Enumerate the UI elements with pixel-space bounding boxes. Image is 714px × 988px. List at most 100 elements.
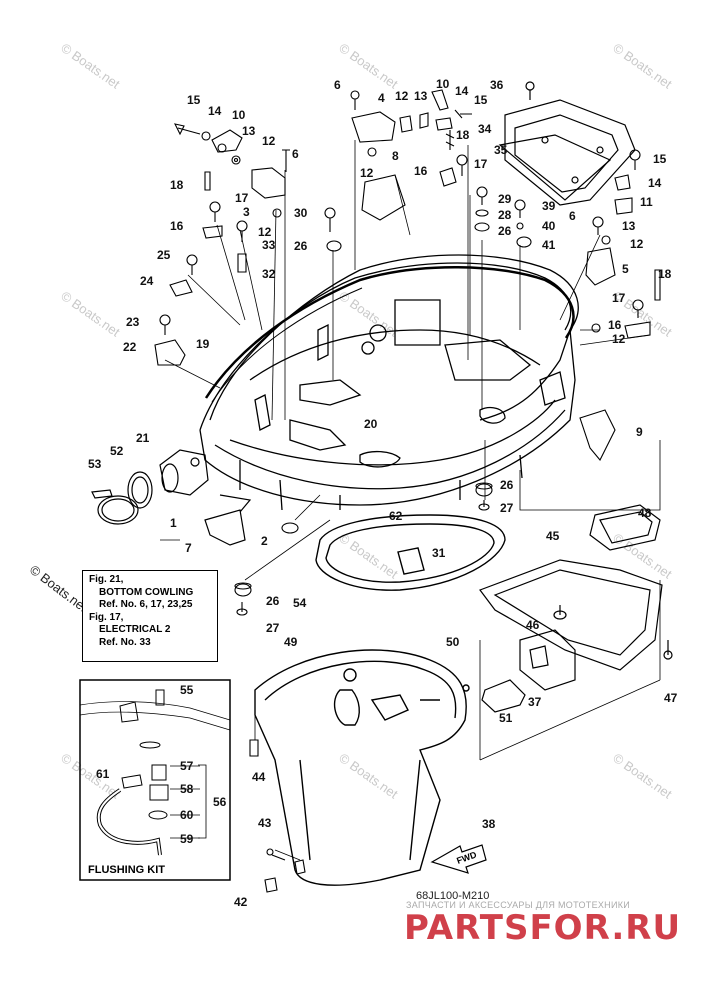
callout-49: 49 bbox=[284, 635, 298, 649]
callout-4: 4 bbox=[378, 91, 385, 105]
callout-6: 6 bbox=[334, 78, 341, 92]
callout-59: 59 bbox=[180, 832, 194, 846]
ref-line: Ref. No. 33 bbox=[99, 636, 151, 648]
callout-labels: 15 14 10 13 12 6 18 17 3 12 16 33 30 26 … bbox=[88, 77, 678, 909]
callout-20: 20 bbox=[364, 417, 378, 431]
watermark: © Boats.net bbox=[58, 288, 123, 340]
flushing-kit-label: FLUSHING KIT bbox=[88, 864, 165, 876]
callout-25: 25 bbox=[157, 248, 171, 262]
callout-15: 15 bbox=[474, 93, 488, 107]
callout-60: 60 bbox=[180, 808, 194, 822]
bracket-7 bbox=[204, 494, 252, 546]
fasteners-42-44 bbox=[249, 739, 306, 893]
callout-23: 23 bbox=[126, 315, 140, 329]
callout-12: 12 bbox=[262, 134, 276, 148]
callout-15: 15 bbox=[187, 93, 201, 107]
callout-22: 22 bbox=[123, 340, 137, 354]
callout-10: 10 bbox=[232, 108, 246, 122]
callout-48: 48 bbox=[638, 506, 652, 520]
callout-11: 11 bbox=[640, 195, 653, 209]
callout-61: 61 bbox=[96, 767, 110, 781]
hose-joint-21 bbox=[91, 449, 209, 525]
callout-13: 13 bbox=[414, 89, 428, 103]
right-side-parts bbox=[579, 149, 661, 461]
lower-cover-38 bbox=[254, 649, 470, 886]
callout-12: 12 bbox=[612, 332, 626, 346]
callout-43: 43 bbox=[258, 816, 272, 830]
callout-29: 29 bbox=[498, 192, 512, 206]
ref-line: BOTTOM COWLING bbox=[99, 586, 194, 598]
callout-53: 53 bbox=[88, 457, 102, 471]
callout-3: 3 bbox=[243, 205, 250, 219]
callout-1: 1 bbox=[170, 516, 177, 530]
callout-15: 15 bbox=[653, 152, 667, 166]
callout-54: 54 bbox=[293, 596, 307, 610]
callout-51: 51 bbox=[499, 711, 513, 725]
callout-30: 30 bbox=[294, 206, 308, 220]
callout-57: 57 bbox=[180, 759, 194, 773]
callout-19: 19 bbox=[196, 337, 210, 351]
callout-12: 12 bbox=[258, 225, 272, 239]
watermark: © Boats.net bbox=[58, 40, 123, 92]
callout-41: 41 bbox=[542, 238, 556, 252]
partsfor-subtitle: ЗАПЧАСТИ И АКСЕССУАРЫ ДЛЯ МОТОТЕХНИКИ bbox=[406, 900, 631, 910]
ref-line: Ref. No. 6, 17, 23,25 bbox=[99, 599, 193, 610]
callout-38: 38 bbox=[482, 817, 496, 831]
callout-21: 21 bbox=[136, 431, 150, 445]
watermark: © Boats.net bbox=[610, 750, 675, 802]
callout-62: 62 bbox=[389, 509, 403, 523]
grommet-51 bbox=[481, 679, 526, 713]
callout-12: 12 bbox=[360, 166, 374, 180]
callout-26: 26 bbox=[498, 224, 512, 238]
ref-line: Fig. 21, bbox=[89, 574, 124, 585]
leader-lines bbox=[160, 140, 661, 861]
callout-10: 10 bbox=[436, 77, 450, 91]
cover-plate-34 bbox=[498, 81, 636, 206]
callout-45: 45 bbox=[546, 529, 560, 543]
callout-18: 18 bbox=[170, 178, 184, 192]
callout-46: 46 bbox=[526, 618, 540, 632]
callout-36: 36 bbox=[490, 78, 504, 92]
callout-26: 26 bbox=[500, 478, 514, 492]
callout-47: 47 bbox=[664, 691, 678, 705]
callout-50: 50 bbox=[446, 635, 460, 649]
callout-8: 8 bbox=[392, 149, 399, 163]
watermark: © Boats.net bbox=[610, 530, 675, 582]
callout-5: 5 bbox=[622, 262, 629, 276]
callout-6: 6 bbox=[292, 147, 299, 161]
ref-line: Fig. 17, bbox=[89, 611, 124, 623]
callout-16: 16 bbox=[414, 164, 428, 178]
callout-44: 44 bbox=[252, 770, 266, 784]
callout-16: 16 bbox=[608, 318, 622, 332]
callout-16: 16 bbox=[170, 219, 184, 233]
seal-19 bbox=[204, 266, 575, 399]
reference-box: Fig. 21, BOTTOM COWLING Ref. No. 6, 17, … bbox=[82, 570, 218, 662]
watermark: © Boats.net bbox=[336, 288, 401, 340]
callout-17: 17 bbox=[235, 191, 249, 205]
callout-9: 9 bbox=[636, 425, 643, 439]
callout-40: 40 bbox=[542, 219, 556, 233]
callout-17: 17 bbox=[474, 157, 488, 171]
watermark: © Boats.net bbox=[336, 530, 401, 582]
callout-12: 12 bbox=[630, 237, 644, 251]
ref-line: ELECTRICAL 2 bbox=[99, 624, 171, 635]
callout-52: 52 bbox=[110, 444, 124, 458]
flushing-kit-box bbox=[79, 679, 231, 881]
watermark: © Boats.net bbox=[336, 40, 401, 92]
callout-13: 13 bbox=[622, 219, 636, 233]
partsfor-logo: PARTSFOR.RU bbox=[404, 908, 682, 948]
callout-12: 12 bbox=[395, 89, 409, 103]
callout-56: 56 bbox=[213, 795, 227, 809]
callout-13: 13 bbox=[242, 124, 256, 138]
callout-31: 31 bbox=[432, 546, 446, 560]
upper-left-parts bbox=[154, 123, 290, 366]
callout-26: 26 bbox=[294, 239, 308, 253]
callout-18: 18 bbox=[658, 267, 672, 281]
callout-55: 55 bbox=[180, 683, 194, 697]
callout-2: 2 bbox=[261, 534, 268, 548]
callout-39: 39 bbox=[542, 199, 556, 213]
callout-27: 27 bbox=[500, 501, 514, 515]
callout-27: 27 bbox=[266, 621, 280, 635]
callout-7: 7 bbox=[185, 541, 192, 555]
tray-45 bbox=[479, 504, 673, 671]
